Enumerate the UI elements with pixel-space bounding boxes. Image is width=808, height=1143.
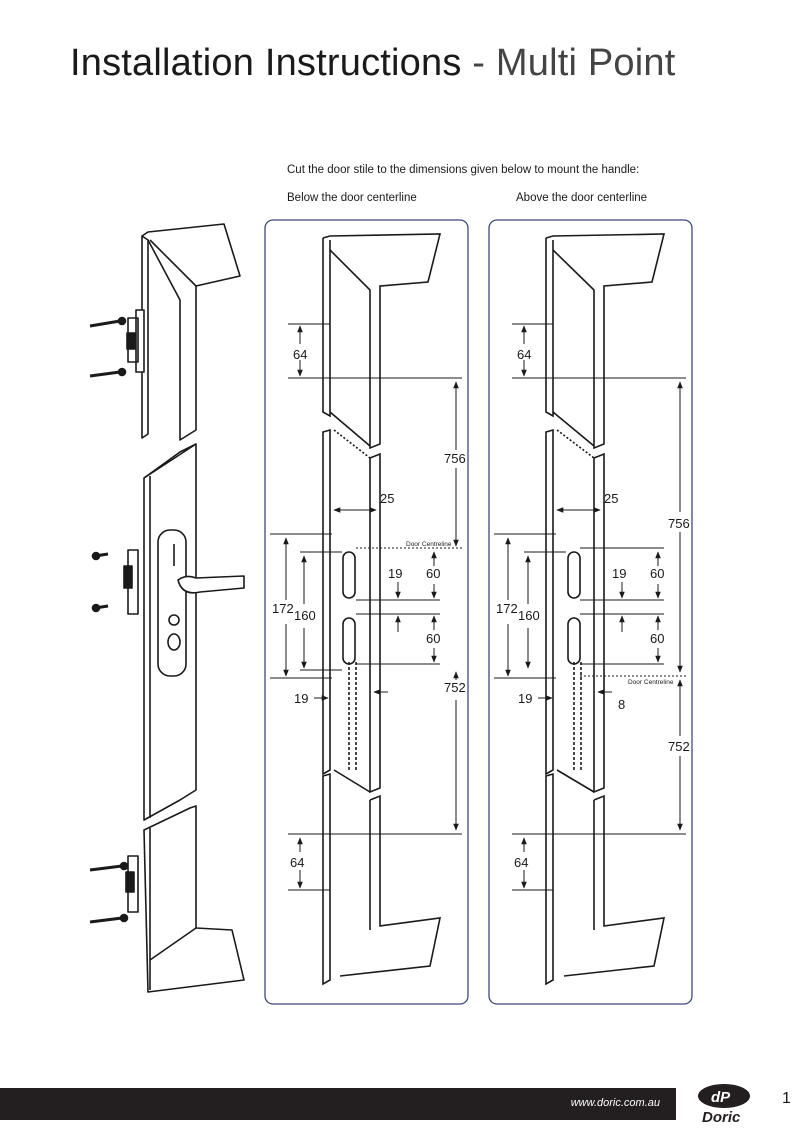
- dim-slot-gap: 19: [388, 566, 402, 581]
- dim-slot2-height: 60: [650, 631, 664, 646]
- dim-span-lower: 752: [668, 739, 690, 754]
- right-dimension-panel: 64 25 756 19 60 172 160 60 Door Centreli…: [488, 219, 693, 1005]
- screw-icon: [89, 861, 129, 924]
- dim-slot-gap: 19: [612, 566, 626, 581]
- dim-span-upper: 756: [444, 451, 466, 466]
- centreline-label: Door Centreline: [628, 679, 674, 686]
- dim-inset: 25: [604, 491, 618, 506]
- footer-bar: www.doric.com.au: [0, 1088, 676, 1120]
- logo-text: Doric: [702, 1109, 741, 1126]
- door-middle-section: [123, 443, 245, 821]
- instruction-text: Cut the door stile to the dimensions giv…: [287, 164, 640, 176]
- dim-outer: 172: [272, 601, 294, 616]
- dim-outer: 172: [496, 601, 518, 616]
- dim-inset: 25: [380, 491, 394, 506]
- doric-logo: dP Doric: [698, 1084, 750, 1126]
- title-main: Installation Instructions: [70, 42, 462, 84]
- door-bottom-section: [125, 805, 245, 993]
- dim-lower-offset: 19: [294, 691, 308, 706]
- centreline-label: Door Centreline: [406, 541, 452, 548]
- dim-inner: 160: [518, 608, 540, 623]
- dim-slot-height: 60: [426, 566, 440, 581]
- page-title: Installation Instructions - Multi Point: [70, 42, 676, 85]
- website-link[interactable]: www.doric.com.au: [570, 1097, 660, 1109]
- dim-top-gap: 64: [517, 347, 531, 362]
- door-top-section: [126, 223, 241, 441]
- screw-icon: [91, 551, 109, 613]
- logo-mark: dP: [711, 1089, 731, 1106]
- dim-centre-offset: 8: [618, 697, 625, 712]
- page-number: 1: [782, 1090, 791, 1107]
- dim-bottom-gap: 64: [514, 855, 528, 870]
- left-panel-heading: Below the door centerline: [287, 192, 417, 204]
- dim-span-upper: 756: [668, 516, 690, 531]
- dim-inner: 160: [294, 608, 316, 623]
- left-dimension-panel: 64 756 25 Door Centreline 19 60 172 160 …: [264, 219, 469, 1005]
- dim-bottom-gap: 64: [290, 855, 304, 870]
- dim-top-gap: 64: [293, 347, 307, 362]
- dim-slot-height: 60: [650, 566, 664, 581]
- right-panel-heading: Above the door centerline: [516, 192, 648, 204]
- door-assembly-illustration: [89, 223, 245, 993]
- title-sub: - Multi Point: [461, 42, 676, 84]
- dim-span-lower: 752: [444, 680, 466, 695]
- screw-icon: [89, 316, 127, 378]
- dim-slot2-height: 60: [426, 631, 440, 646]
- dim-lower-offset: 19: [518, 691, 532, 706]
